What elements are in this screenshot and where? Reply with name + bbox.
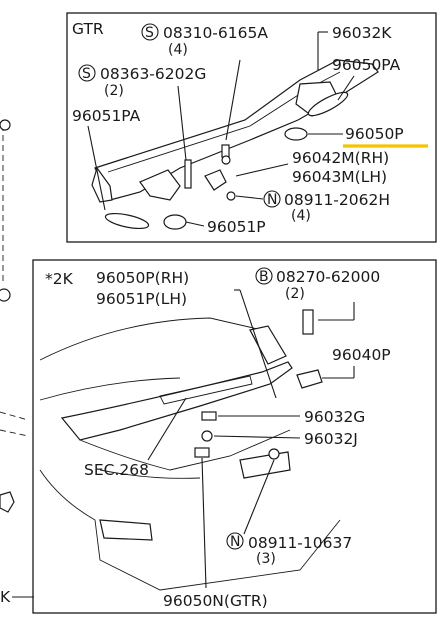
label-96032G: 96032G [304,408,365,426]
qty-08310: (4) [168,42,188,58]
n-symbol-2: N [230,534,240,550]
label-08363-6202G: 08363-6202G [100,65,206,83]
label-08911-10637: 08911-10637 [248,534,352,552]
label-96050P-highlighted: 96050P [345,125,404,143]
variant-label: GTR [72,20,104,38]
qty-08363: (2) [104,83,124,99]
bottom-panel-frame [32,259,437,614]
label-96032J: 96032J [304,430,358,448]
b-symbol: B [259,269,269,285]
qty-08911-2062H: (4) [291,208,311,224]
star-label: *2K [45,270,74,288]
edge-label: K [0,588,11,606]
s-symbol-1: S [145,25,154,41]
qty-08270: (2) [285,286,305,302]
label-08270-62000: 08270-62000 [276,268,380,286]
label-96050PA: 96050PA [332,56,401,74]
s-symbol-2: S [82,66,91,82]
label-96040P: 96040P [332,346,391,364]
n-symbol-1: N [267,192,277,208]
label-96051PA: 96051PA [72,107,141,125]
label-96051P: 96051P [207,218,266,236]
spoiler-gtr-drawing [91,59,379,230]
label-96050N-gtr: 96050N(GTR) [163,592,268,610]
label-96050P-rh: 96050P(RH) [96,269,189,287]
top-callouts: S 08310-6165A (4) 96032K S 08363-6202G (… [72,23,428,236]
label-08911-2062H: 08911-2062H [284,191,390,209]
left-edge-fragments: K [0,119,34,606]
label-96051P-lh: 96051P(LH) [96,290,187,308]
qty-08911-10637: (3) [256,551,276,567]
label-96032K: 96032K [332,24,392,42]
car-rear-drawing [39,309,341,591]
bottom-callouts: *2K 96050P(RH) 96051P(LH) B 08270-62000 … [45,267,391,610]
label-96043M-lh: 96043M(LH) [292,168,387,186]
label-08310-6165A: 08310-6165A [163,24,268,42]
label-96042M-rh: 96042M(RH) [292,149,389,167]
top-panel-frame [66,12,437,243]
label-sec-268: SEC.268 [84,461,149,479]
